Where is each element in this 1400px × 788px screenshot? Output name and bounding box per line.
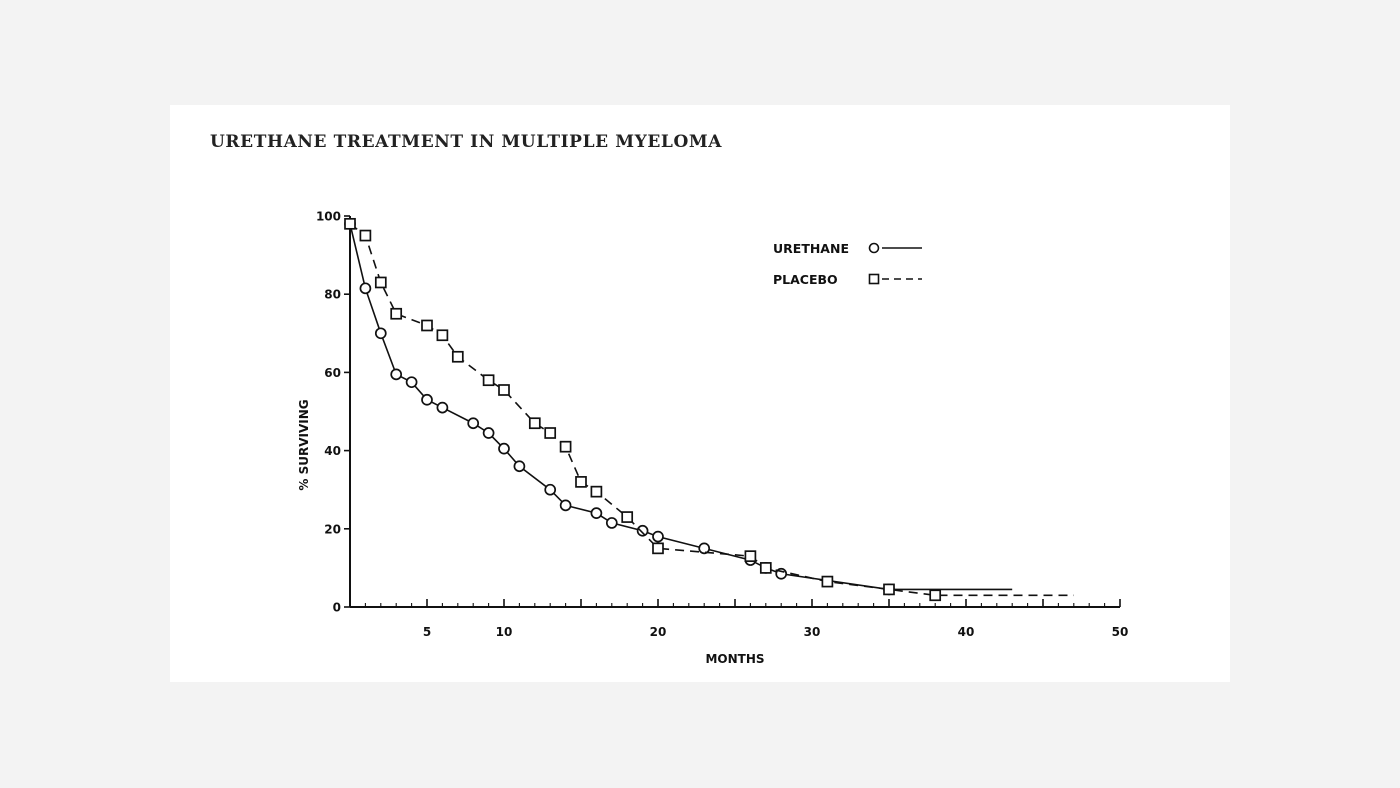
x-tick-label: 5 [423, 625, 431, 639]
x-tick-label: 20 [650, 625, 667, 639]
data-point-urethane [559, 499, 572, 512]
series-line-placebo [349, 223, 1074, 597]
data-point-urethane [636, 524, 649, 537]
y-tick-label: 0 [333, 601, 341, 615]
data-point-placebo [652, 542, 664, 555]
series-urethane [344, 217, 1013, 596]
data-point-urethane [652, 530, 664, 543]
page-title: URETHANE TREATMENT IN MULTIPLE MYELOMA [210, 132, 723, 152]
data-point-urethane [436, 401, 449, 414]
data-point-urethane [374, 327, 387, 340]
data-point-urethane [467, 417, 480, 430]
data-point-placebo [590, 485, 603, 498]
legend-label-urethane: URETHANE [773, 241, 849, 256]
data-point-urethane [513, 460, 526, 473]
data-point-placebo [528, 417, 541, 430]
data-point-placebo [344, 217, 356, 230]
data-point-urethane [390, 368, 403, 381]
axis-labels: MONTHS % SURVIVING [297, 399, 765, 666]
chart-card [170, 105, 1230, 682]
data-point-placebo [359, 229, 372, 242]
data-point-placebo [374, 276, 387, 289]
x-tick-label: 30 [804, 625, 821, 639]
data-point-placebo [744, 550, 757, 563]
data-point-urethane [359, 282, 372, 295]
series-placebo [344, 217, 1074, 602]
data-point-urethane [498, 442, 510, 455]
data-point-placebo [759, 562, 772, 574]
data-point-placebo [390, 307, 403, 320]
data-point-placebo [421, 319, 433, 332]
data-point-placebo [575, 476, 587, 488]
x-tick-label: 50 [1112, 625, 1129, 639]
data-point-urethane [590, 507, 603, 520]
y-tick-label: 40 [324, 444, 341, 458]
data-point-placebo [883, 583, 895, 596]
y-tick-label: 80 [324, 288, 341, 302]
series-layer [344, 217, 1074, 602]
data-point-placebo [436, 329, 449, 342]
data-point-urethane [421, 393, 433, 406]
data-point-urethane [544, 483, 557, 496]
data-point-urethane [482, 427, 495, 439]
data-point-placebo [498, 384, 510, 396]
data-point-placebo [621, 511, 634, 523]
data-point-placebo [821, 575, 834, 588]
legend: URETHANE PLACEBO [773, 241, 922, 287]
x-axis-title: MONTHS [705, 652, 764, 666]
legend-marker-urethane [868, 242, 880, 254]
x-tick-label: 10 [496, 625, 513, 639]
y-axis-title: % SURVIVING [297, 399, 311, 490]
data-point-placebo [559, 440, 572, 453]
data-point-placebo [451, 350, 464, 363]
y-tick-label: 100 [316, 210, 341, 224]
data-point-urethane [405, 376, 418, 389]
legend-label-placebo: PLACEBO [773, 272, 838, 287]
legend-marker-placebo [868, 273, 880, 285]
axes: 0 20 40 60 80 100 5 10 20 30 40 50 [316, 210, 1128, 640]
data-point-placebo [482, 374, 495, 387]
data-point-urethane [605, 517, 618, 529]
data-point-urethane [698, 542, 711, 555]
y-tick-label: 60 [324, 366, 341, 380]
x-tick-label: 40 [958, 625, 975, 639]
data-point-placebo [544, 427, 557, 439]
data-point-placebo [929, 589, 942, 602]
y-tick-label: 20 [324, 522, 341, 536]
